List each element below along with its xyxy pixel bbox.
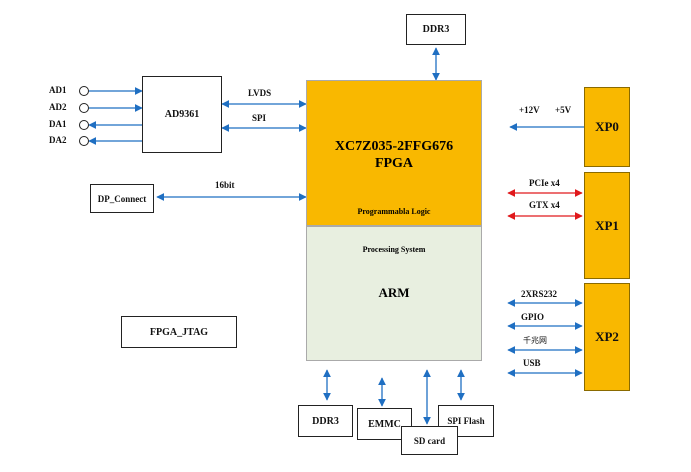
rs232-label: 2XRS232 xyxy=(521,289,558,299)
port-label-ad2: AD2 xyxy=(49,102,67,112)
usb-label: USB xyxy=(523,358,541,368)
xp1-block: XP1 xyxy=(584,172,630,279)
port-label-ad1: AD1 xyxy=(49,85,67,95)
fpga-chip-type: FPGA xyxy=(374,156,414,171)
port-label-da2: DA2 xyxy=(49,135,67,145)
xp0-block: XP0 xyxy=(584,87,630,167)
fpga-ps-block: Processing System ARM xyxy=(306,226,482,361)
fpga-jtag-block: FPGA_JTAG xyxy=(121,316,237,348)
fpga-pl-block: XC7Z035-2FFG676 FPGA Programmabla Logic xyxy=(306,80,482,226)
ad9361-block: AD9361 xyxy=(142,76,222,153)
dp-connect-block: DP_Connect xyxy=(90,184,154,213)
5v-label: +5V xyxy=(555,105,572,115)
fpga-chip-name: XC7Z035-2FFG676 xyxy=(334,139,454,154)
ad1-port-circle xyxy=(79,86,89,96)
gtx-label: GTX x4 xyxy=(529,200,560,210)
lvds-label: LVDS xyxy=(248,88,272,98)
gpio-label: GPIO xyxy=(521,312,545,322)
gige-label: 千兆网 xyxy=(523,336,547,345)
da1-port-circle xyxy=(79,120,89,130)
arm-label: ARM xyxy=(378,285,410,300)
pl-label: Programmabla Logic xyxy=(357,207,431,216)
ddr3-bottom-block: DDR3 xyxy=(298,405,353,437)
sd-card-block: SD card xyxy=(401,426,458,455)
port-label-da1: DA1 xyxy=(49,119,67,129)
da2-port-circle xyxy=(79,136,89,146)
xp2-block: XP2 xyxy=(584,283,630,391)
ddr3-top-block: DDR3 xyxy=(406,14,466,45)
16bit-label: 16bit xyxy=(215,180,235,190)
spi-label: SPI xyxy=(252,113,267,123)
ps-label: Processing System xyxy=(362,245,426,254)
pcie-label: PCIe x4 xyxy=(529,178,560,188)
12v-label: +12V xyxy=(519,105,540,115)
ad2-port-circle xyxy=(79,103,89,113)
